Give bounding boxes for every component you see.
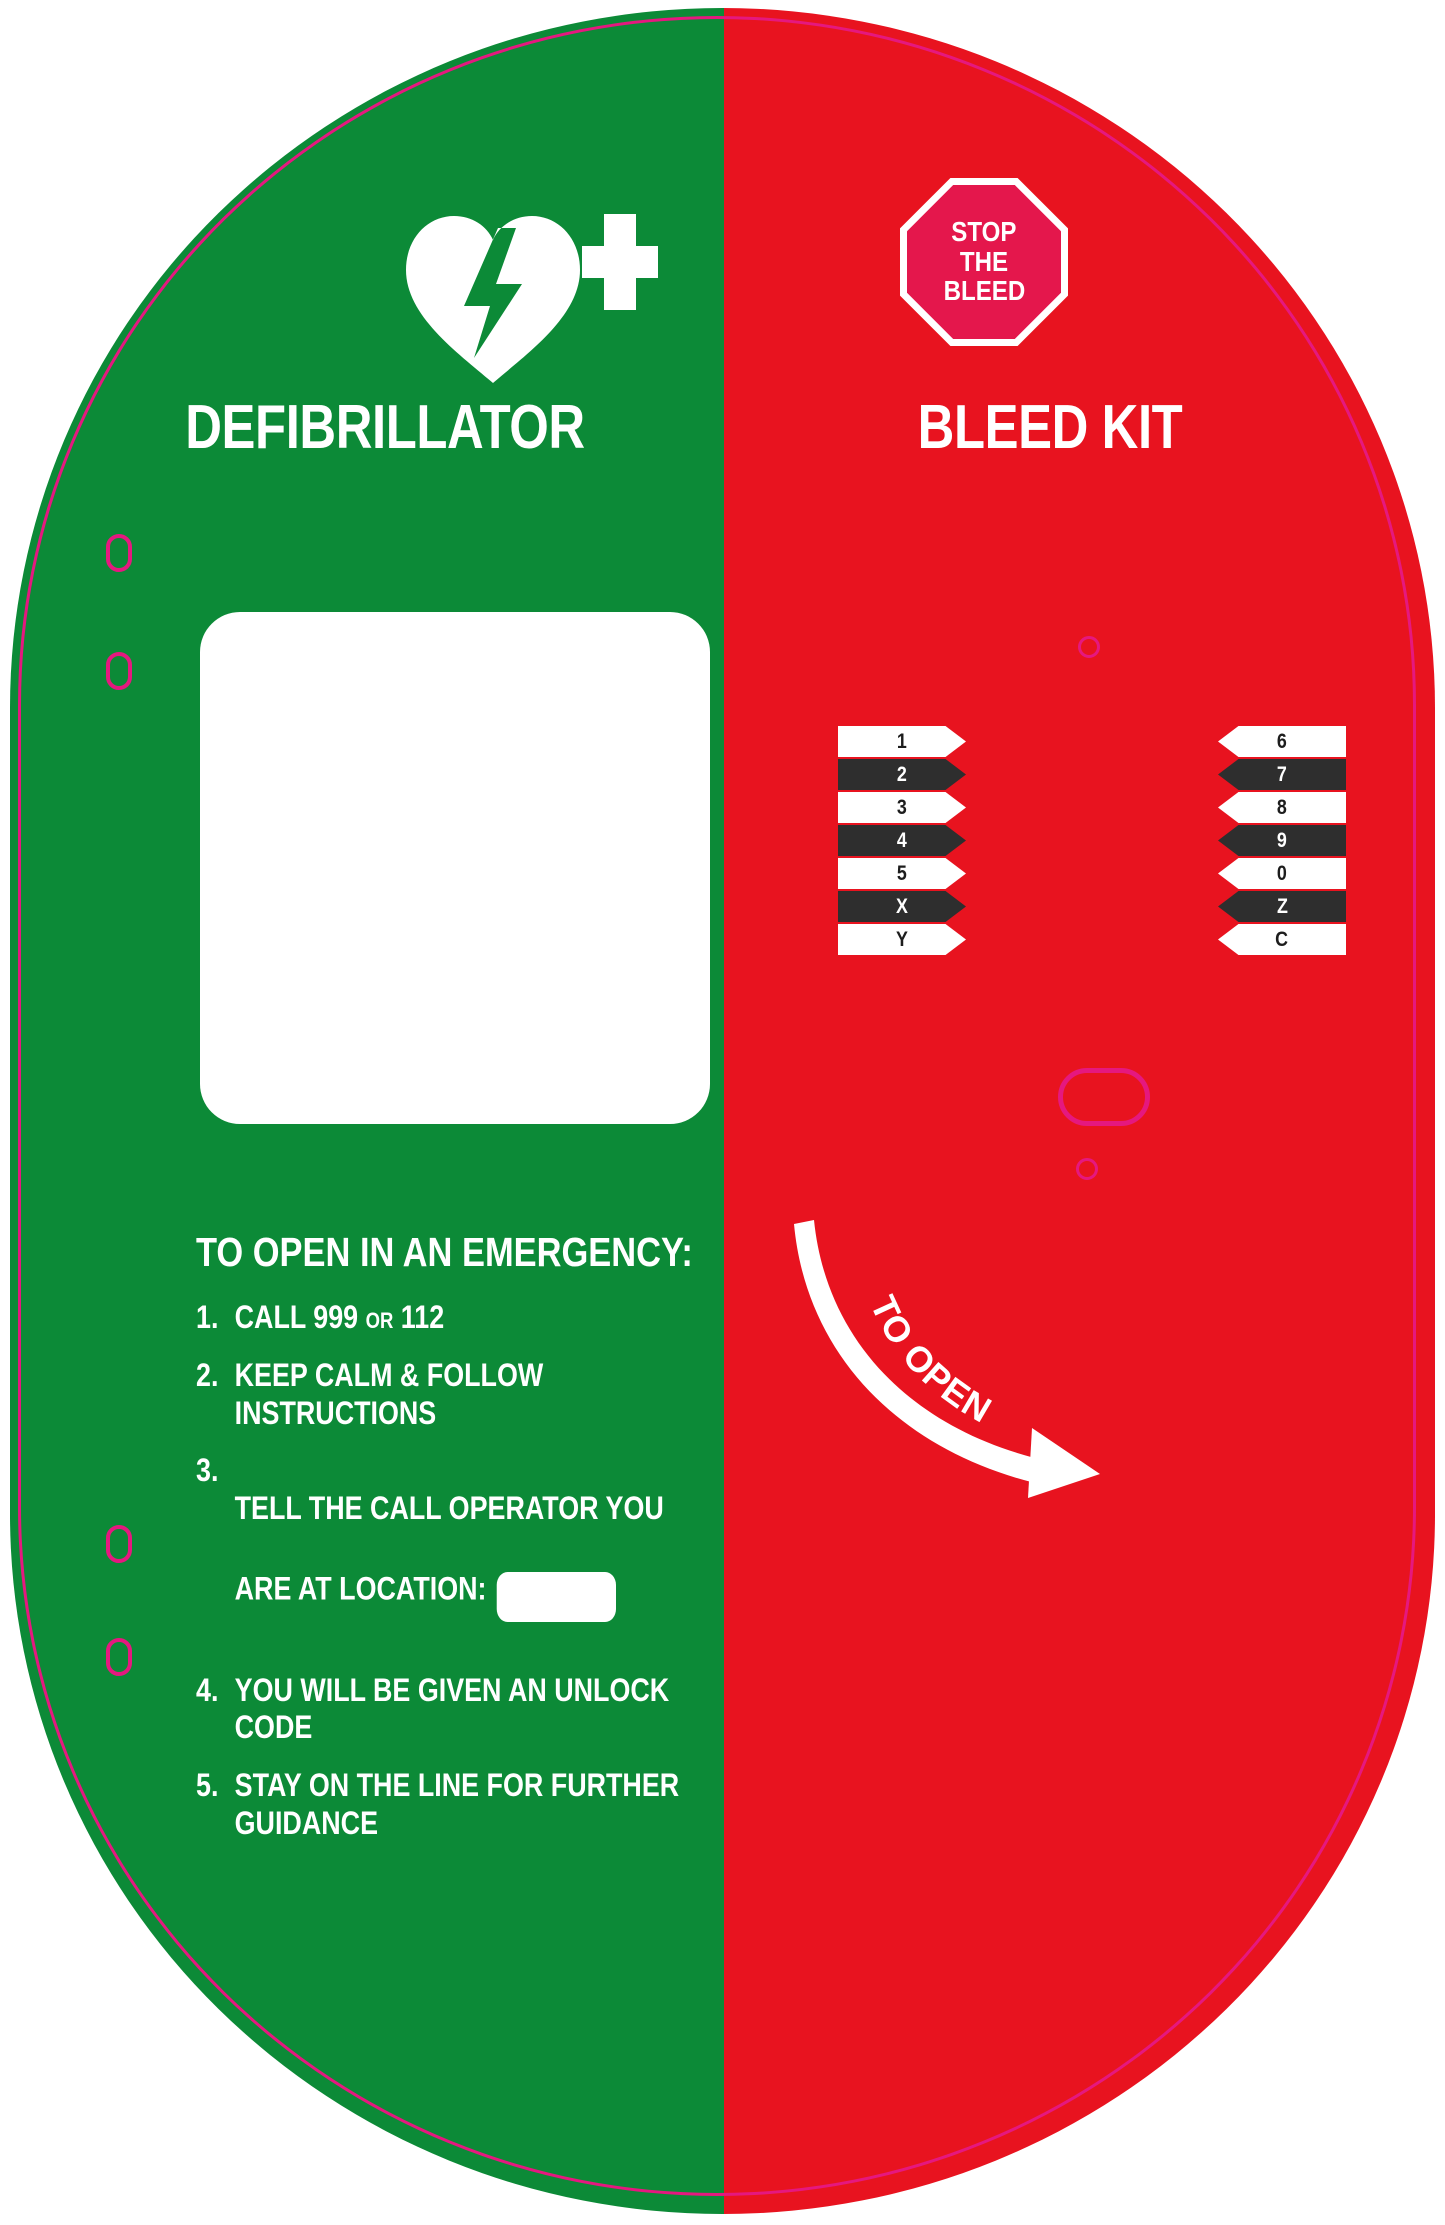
sensor-hole-mark-lower — [1076, 1158, 1098, 1180]
aed-heart-lightning-icon — [398, 198, 658, 388]
emergency-instructions: TO OPEN IN AN EMERGENCY: 1. CALL 999 OR … — [196, 1232, 856, 1863]
step-text: TELL THE CALL OPERATOR YOU ARE AT LOCATI… — [234, 1452, 664, 1622]
step-text-tail: 112 — [393, 1299, 445, 1335]
handle-cut-mark — [1058, 1068, 1150, 1126]
keypad-key-label: 6 — [1277, 730, 1287, 753]
fixing-hole-mark-top-left-2 — [106, 652, 132, 690]
instruction-step-3: 3. TELL THE CALL OPERATOR YOU ARE AT LOC… — [196, 1452, 750, 1622]
keypad-key-z[interactable]: Z — [1218, 891, 1346, 922]
aed-viewing-window — [200, 612, 710, 1124]
instruction-step-5: 5. STAY ON THE LINE FOR FURTHER GUIDANCE — [196, 1767, 750, 1843]
keypad-key-y[interactable]: Y — [838, 924, 966, 955]
keypad-key-4[interactable]: 4 — [838, 825, 966, 856]
keypad-key-0[interactable]: 0 — [1218, 858, 1346, 889]
keypad-key-label: 2 — [897, 763, 907, 786]
keypad-key-label: 5 — [897, 862, 907, 885]
fixing-hole-mark-bottom-left-1 — [106, 1525, 132, 1563]
instruction-step-4: 4. YOU WILL BE GIVEN AN UNLOCK CODE — [196, 1672, 750, 1748]
sensor-hole-mark-upper — [1078, 636, 1100, 658]
step-text-or: OR — [365, 1308, 394, 1333]
step-text-main: CALL 999 — [234, 1299, 366, 1335]
step-number: 4. — [196, 1671, 219, 1708]
keypad-key-7[interactable]: 7 — [1218, 759, 1346, 790]
step-text-line-1: TELL THE CALL OPERATOR YOU — [234, 1490, 664, 1526]
keypad-key-label: 7 — [1277, 763, 1287, 786]
keypad-column-left[interactable]: 1 2 3 4 5 X Y — [838, 726, 966, 957]
badge-line-1: STOP — [951, 216, 1017, 248]
step-number: 1. — [196, 1299, 219, 1335]
keypad-key-2[interactable]: 2 — [838, 759, 966, 790]
to-open-arrow: TO OPEN — [760, 1190, 1140, 1498]
keypad-key-6[interactable]: 6 — [1218, 726, 1346, 757]
keypad-key-1[interactable]: 1 — [838, 726, 966, 757]
keypad-key-label: 9 — [1277, 829, 1287, 852]
step-text: CALL 999 OR 112 — [235, 1299, 445, 1337]
arrow-head — [1028, 1428, 1100, 1498]
keypad-key-9[interactable]: 9 — [1218, 825, 1346, 856]
keypad-key-c[interactable]: C — [1218, 924, 1346, 955]
keypad-key-label: 1 — [897, 730, 907, 753]
step-number: 2. — [196, 1356, 219, 1393]
keypad-key-label: 0 — [1277, 862, 1287, 885]
instructions-heading: TO OPEN IN AN EMERGENCY: — [196, 1229, 693, 1275]
keypad-key-3[interactable]: 3 — [838, 792, 966, 823]
bleed-kit-title: BLEED KIT — [917, 393, 1183, 462]
defibrillator-title: DEFIBRILLATOR — [185, 393, 585, 462]
badge-octagon-fill: STOP THE BLEED — [907, 185, 1061, 339]
step-text: KEEP CALM & FOLLOW INSTRUCTIONS — [234, 1356, 544, 1431]
step-number: 5. — [196, 1767, 219, 1803]
keypad-key-label: 3 — [897, 796, 907, 819]
keypad-key-label: X — [896, 895, 908, 918]
keypad-key-label: 4 — [897, 829, 907, 852]
keypad-column-right[interactable]: 6 7 8 9 0 Z C — [1218, 726, 1346, 957]
keypad-key-8[interactable]: 8 — [1218, 792, 1346, 823]
step-number: 3. — [196, 1452, 219, 1489]
keypad-key-5[interactable]: 5 — [838, 858, 966, 889]
fixing-hole-mark-top-left-1 — [106, 534, 132, 572]
fixing-hole-mark-bottom-left-2 — [106, 1638, 132, 1676]
keypad-key-x[interactable]: X — [838, 891, 966, 922]
keypad-key-label: 8 — [1277, 796, 1287, 819]
instruction-step-2: 2. KEEP CALM & FOLLOW INSTRUCTIONS — [196, 1357, 750, 1433]
location-input-box[interactable] — [496, 1571, 616, 1622]
badge-line-3: BLEED — [943, 275, 1025, 307]
arrow-shaft — [794, 1220, 1052, 1486]
keypad-key-label: Z — [1276, 895, 1288, 918]
step-text-line-2: ARE AT LOCATION: — [234, 1569, 487, 1606]
instruction-step-1: 1. CALL 999 OR 112 — [196, 1299, 750, 1337]
step-text: YOU WILL BE GIVEN AN UNLOCK CODE — [234, 1671, 670, 1746]
keypad-key-label: C — [1275, 928, 1289, 951]
badge-line-2: THE — [959, 245, 1009, 277]
step-text: STAY ON THE LINE FOR FURTHER GUIDANCE — [234, 1767, 680, 1841]
keypad-key-label: Y — [896, 928, 908, 951]
to-open-label: TO OPEN — [863, 1289, 1000, 1430]
stop-the-bleed-badge: STOP THE BLEED — [900, 178, 1068, 346]
